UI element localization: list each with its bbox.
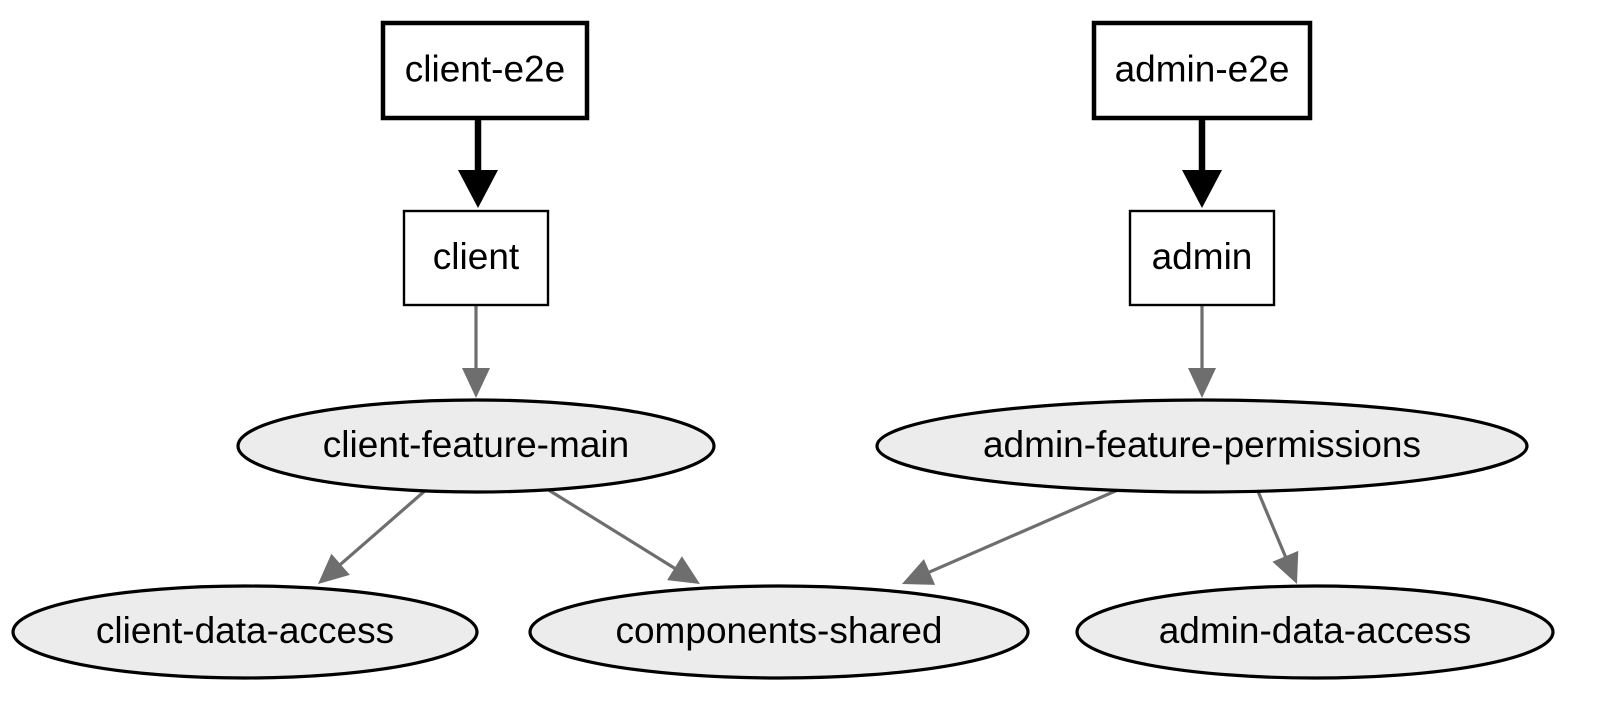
edge-line: [546, 487, 678, 571]
edge-client__client-feature-main: [462, 305, 490, 398]
node-shape-rectangle[interactable]: [402, 209, 550, 307]
node-shape-rectangle[interactable]: [1091, 20, 1313, 121]
edge-client-e2e__client: [458, 118, 498, 208]
edge-line: [927, 487, 1121, 575]
edge-admin-feature-permissions__admin-data-access: [1255, 488, 1299, 584]
node-label: admin: [1152, 236, 1253, 277]
node-client-data-access[interactable]: client-data-access: [11, 584, 479, 680]
edge-client-feature-main__components-shared: [546, 487, 700, 584]
node-label: client: [433, 236, 520, 277]
node-shape-ellipse[interactable]: [875, 398, 1529, 494]
arrowhead-icon: [1188, 368, 1216, 398]
edge-client-feature-main__client-data-access: [318, 487, 429, 584]
arrowhead-icon: [1182, 170, 1222, 208]
arrowhead-icon: [462, 368, 490, 398]
edge-line: [338, 487, 429, 567]
arrowhead-icon: [667, 556, 700, 584]
node-label: client-e2e: [405, 48, 565, 89]
node-label: client-data-access: [96, 610, 394, 651]
node-admin[interactable]: admin: [1128, 209, 1276, 307]
edge-admin__admin-feature-permissions: [1188, 305, 1216, 398]
node-admin-feature-permissions[interactable]: admin-feature-permissions: [875, 398, 1529, 494]
arrowhead-icon: [902, 559, 936, 585]
node-shape-ellipse[interactable]: [528, 584, 1030, 680]
edge-line: [1255, 488, 1288, 559]
node-shape-ellipse[interactable]: [1075, 584, 1555, 680]
node-shape-ellipse[interactable]: [236, 398, 716, 494]
node-shape-ellipse[interactable]: [11, 584, 479, 680]
edge-admin-feature-permissions__components-shared: [902, 487, 1121, 585]
node-client-feature-main[interactable]: client-feature-main: [236, 398, 716, 494]
arrowhead-icon: [458, 170, 498, 208]
node-label: admin-data-access: [1159, 610, 1472, 651]
node-admin-data-access[interactable]: admin-data-access: [1075, 584, 1555, 680]
edges-layer: [318, 118, 1299, 585]
nodes-layer: client-e2e admin-e2e client admin client-fea…: [11, 20, 1555, 680]
arrowhead-icon: [318, 553, 350, 584]
edge-admin-e2e__admin: [1182, 118, 1222, 208]
node-label: admin-feature-permissions: [983, 424, 1421, 465]
node-admin-e2e[interactable]: admin-e2e: [1091, 20, 1313, 121]
node-label: admin-e2e: [1115, 48, 1290, 89]
arrowhead-icon: [1272, 550, 1299, 584]
node-client-e2e[interactable]: client-e2e: [380, 20, 590, 121]
node-shape-rectangle[interactable]: [380, 20, 590, 121]
node-label: components-shared: [615, 610, 942, 651]
node-client[interactable]: client: [402, 209, 550, 307]
node-shape-rectangle[interactable]: [1128, 209, 1276, 307]
node-label: client-feature-main: [323, 424, 629, 465]
node-components-shared[interactable]: components-shared: [528, 584, 1030, 680]
